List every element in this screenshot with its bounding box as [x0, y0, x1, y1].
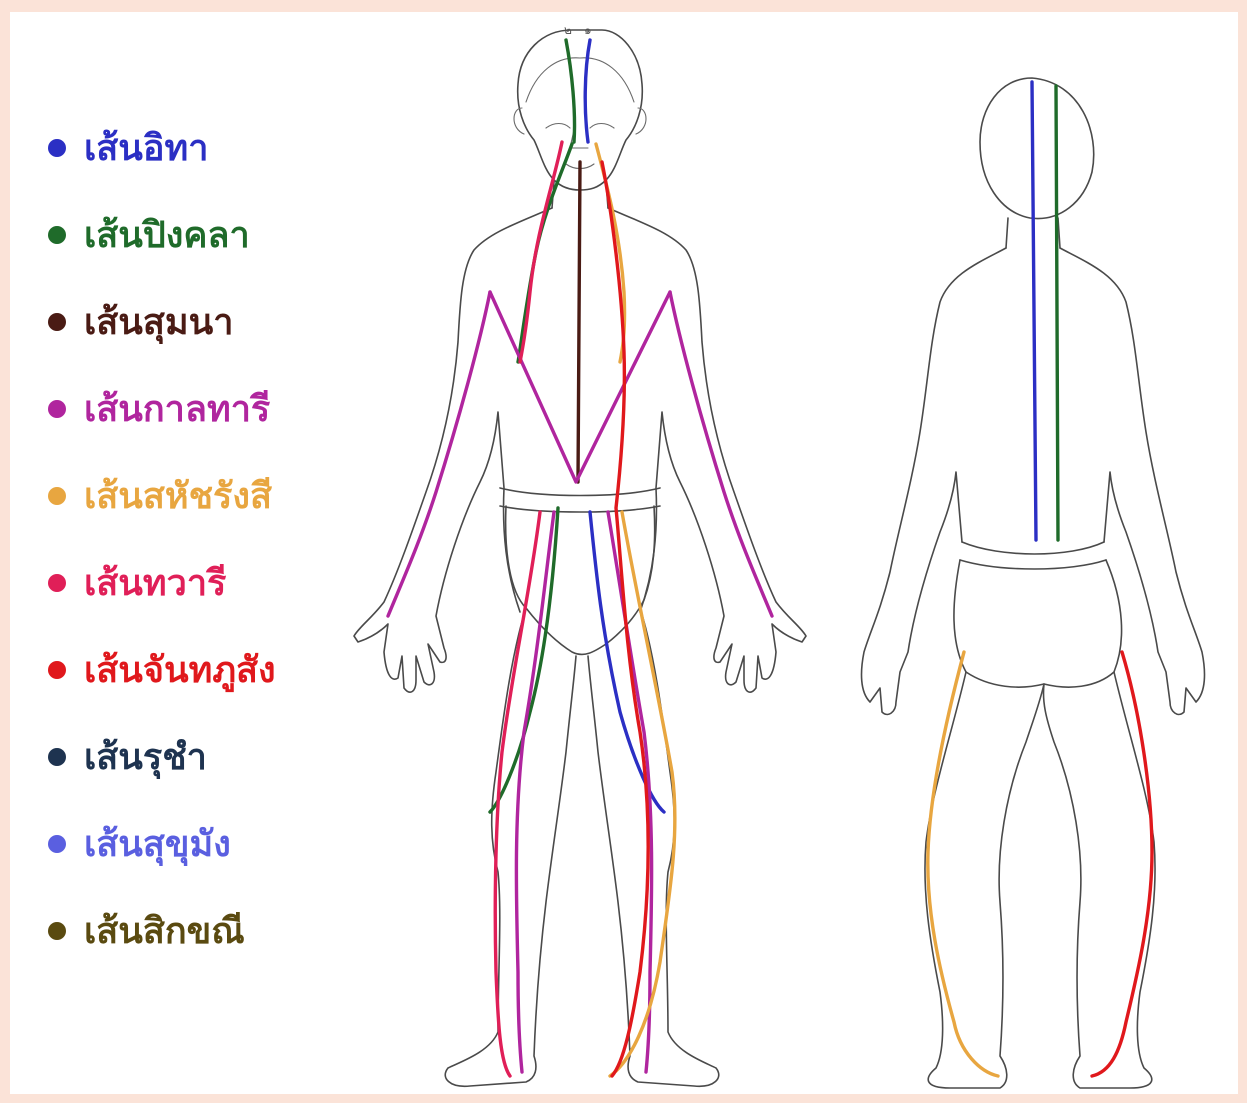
- back-leg-right: [1043, 672, 1155, 1088]
- legend-dot: [48, 574, 66, 592]
- legend-dot: [48, 139, 66, 157]
- legend-dot: [48, 748, 66, 766]
- legend-item-pingkhala: เส้นปิงคลา: [48, 191, 338, 278]
- back-waistband: [960, 542, 1106, 569]
- front-head-numeral-1: ๑: [584, 23, 592, 37]
- legend-item-sikkhani: เส้นสิกขณี: [48, 887, 338, 974]
- back-figure: [862, 78, 1205, 1088]
- back-line-itha: [1032, 82, 1036, 540]
- front-line-kalathari-leg-left: [516, 512, 554, 1072]
- back-line-chanthaphusang: [1092, 652, 1152, 1076]
- legend-item-kalathari: เส้นกาลทารี: [48, 365, 338, 452]
- back-torso-right: [1060, 248, 1204, 714]
- body-diagram-svg: ๒ ๑: [340, 12, 1240, 1094]
- diagram-frame: เส้นอิทา เส้นปิงคลา เส้นสุมนา เส้นกาลทาร…: [10, 12, 1238, 1094]
- legend-item-itha: เส้นอิทา: [48, 104, 338, 191]
- front-eye-right: [590, 124, 614, 129]
- front-line-kalathari-arm-right: [670, 292, 772, 616]
- legend-dot: [48, 226, 66, 244]
- front-waistband: [500, 488, 660, 512]
- legend-item-sumana: เส้นสุมนา: [48, 278, 338, 365]
- legend-item-sukhumang: เส้นสุขุมัง: [48, 800, 338, 887]
- legend-dot: [48, 400, 66, 418]
- front-leg-left: [445, 608, 576, 1086]
- front-line-pingkhala: [566, 40, 575, 142]
- front-figure: ๒ ๑: [354, 23, 806, 1086]
- front-eye-left: [546, 124, 570, 129]
- legend-dot: [48, 313, 66, 331]
- body-figures: ๒ ๑: [340, 12, 1240, 1094]
- back-head-outline: [980, 78, 1094, 219]
- legend-item-rucham: เส้นรุชำ: [48, 713, 338, 800]
- legend-label: เส้นรุชำ: [84, 728, 207, 785]
- front-line-kalathari-arm-left: [388, 292, 490, 616]
- front-torso-outline-right: [608, 208, 806, 692]
- legend-label: เส้นทวารี: [84, 554, 226, 611]
- legend-label: เส้นจันทภูสัง: [84, 641, 276, 698]
- legend-item-thawari: เส้นทวารี: [48, 539, 338, 626]
- front-line-sahatchharangsi: [596, 144, 675, 1076]
- legend-label: เส้นอิทา: [84, 119, 208, 176]
- legend-label: เส้นสหัชรังสี: [84, 467, 272, 524]
- legend-item-sahatchharangsi: เส้นสหัชรังสี: [48, 452, 338, 539]
- front-head-numeral-2: ๒: [564, 23, 572, 37]
- back-torso-left: [862, 248, 1006, 714]
- front-line-sumana: [578, 162, 580, 482]
- legend-dot: [48, 922, 66, 940]
- legend-label: เส้นปิงคลา: [84, 206, 250, 263]
- back-line-sahatchharangsi: [928, 652, 998, 1076]
- legend-item-chanthaphusang: เส้นจันทภูสัง: [48, 626, 338, 713]
- legend-dot: [48, 661, 66, 679]
- legend-label: เส้นสิกขณี: [84, 902, 245, 959]
- front-line-itha: [585, 40, 590, 142]
- legend: เส้นอิทา เส้นปิงคลา เส้นสุมนา เส้นกาลทาร…: [48, 104, 338, 974]
- legend-label: เส้นสุมนา: [84, 293, 233, 350]
- front-shorts: [506, 506, 655, 654]
- back-shorts: [954, 560, 1122, 687]
- back-line-pingkhala: [1056, 86, 1058, 540]
- front-hairline: [526, 58, 634, 102]
- legend-dot: [48, 487, 66, 505]
- legend-label: เส้นกาลทารี: [84, 380, 270, 437]
- legend-dot: [48, 835, 66, 853]
- legend-label: เส้นสุขุมัง: [84, 815, 231, 872]
- front-line-thawari: [495, 142, 562, 1076]
